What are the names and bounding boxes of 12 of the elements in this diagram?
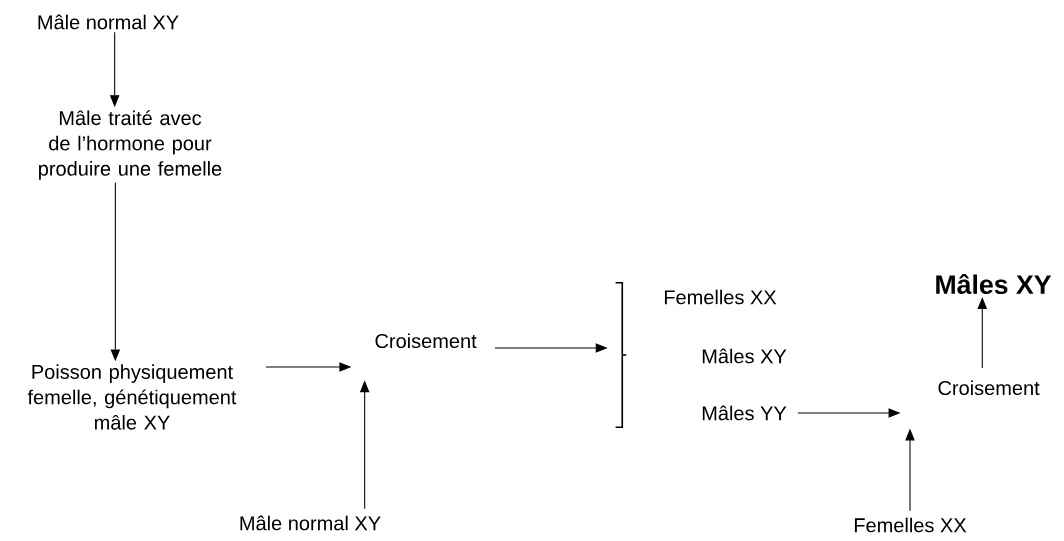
bracket [614, 281, 628, 429]
label-text: Mâle traité avec de l’hormone pour produire une femelle [39, 110, 222, 180]
label-text: Poisson physiquement femelle, génétiquement mâle XY [27, 364, 237, 430]
label-text: Croisement [938, 380, 1040, 396]
label-text: Femelles XX [854, 517, 967, 533]
label-text: Mâle normal XY [240, 515, 381, 531]
label-text: Croisement [375, 333, 477, 349]
label-text: Femelles XX [664, 289, 777, 305]
label-text: Mâles YY [702, 405, 787, 421]
label-text: Mâle normal XY [38, 14, 179, 30]
heading-text: Mâles XY [936, 273, 1052, 295]
label-text: Mâles XY [702, 348, 787, 364]
